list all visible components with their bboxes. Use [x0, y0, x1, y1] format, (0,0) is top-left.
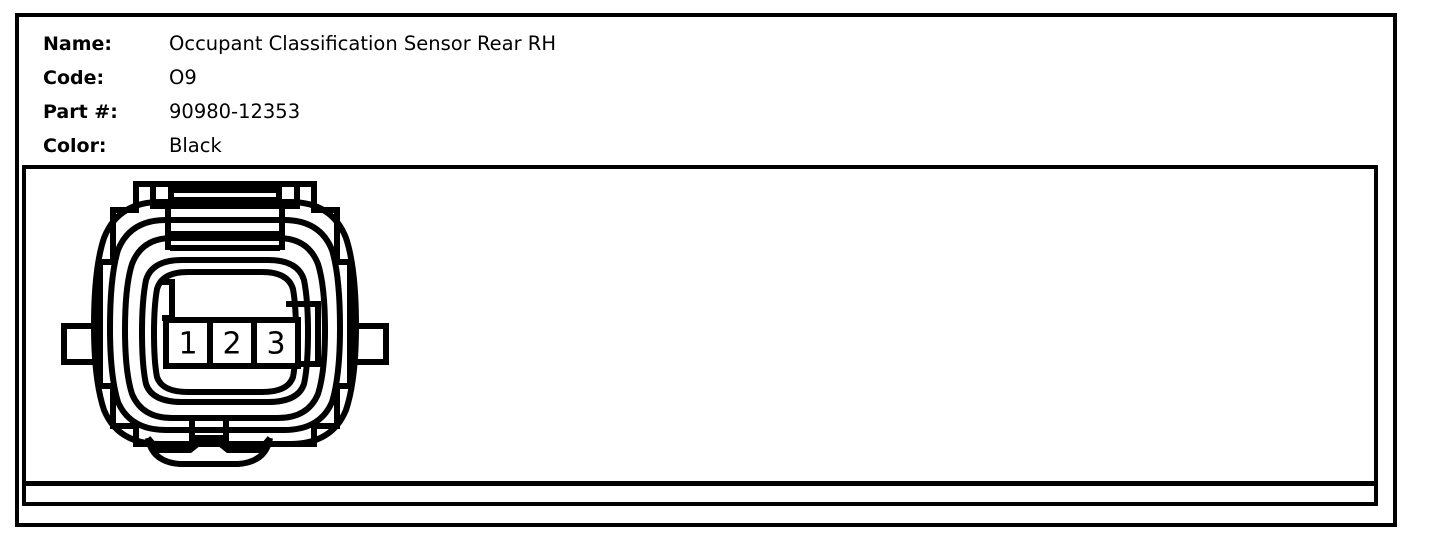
connector-right-keying-slot — [286, 301, 321, 367]
spec-value-code: O9 — [169, 66, 197, 89]
connector-cavity-outer-wall — [138, 257, 312, 405]
connector-third-ring — [121, 235, 329, 421]
diagram-panel-divider — [22, 481, 1378, 486]
connector-second-ring — [106, 217, 344, 433]
spec-value-part-number: 90980-12353 — [169, 100, 301, 123]
connector-bottom-notch — [189, 418, 229, 441]
connector-left-tab — [61, 323, 94, 365]
connector-right-tab — [356, 323, 389, 365]
spec-table: Name: Occupant Classification Sensor Rea… — [43, 27, 1373, 163]
spec-label-name: Name: — [43, 33, 113, 55]
connector-backshell-outline — [97, 181, 353, 447]
pin-number-3: 3 — [266, 327, 285, 362]
spec-row-name: Name: Occupant Classification Sensor Rea… — [43, 27, 1373, 61]
spec-label-code: Code: — [43, 67, 105, 89]
spec-label-color: Color: — [43, 135, 107, 157]
connector-latch-bracket — [150, 184, 300, 209]
pin-block: 1 2 3 — [163, 317, 301, 369]
pin-number-2: 2 — [222, 327, 241, 362]
spec-row-code: Code: O9 — [43, 61, 1373, 95]
spec-value-color: Black — [169, 134, 222, 157]
spec-value-name: Occupant Classification Sensor Rear RH — [169, 32, 556, 55]
connector-cavity-inner-wall — [150, 269, 300, 395]
connector-left-keying-rib — [162, 279, 175, 321]
connector-diagram: 1 2 3 — [40, 176, 410, 482]
connector-outer-ring — [90, 199, 360, 447]
spec-row-color: Color: Black — [43, 129, 1373, 163]
spec-label-part-number: Part #: — [43, 101, 118, 123]
connector-face-svg: 1 2 3 — [61, 181, 389, 467]
connector-latch-bar — [168, 187, 282, 203]
connector-bottom-skirt-curve — [145, 437, 273, 467]
pin-block-outline — [163, 317, 301, 369]
spec-row-part-number: Part #: 90980-12353 — [43, 95, 1373, 129]
diagram-panel-frame-right-edge — [1374, 165, 1378, 506]
pin-number-1: 1 — [178, 327, 197, 362]
connector-bottom-skirt — [145, 436, 273, 453]
connector-housing-outlines — [61, 181, 389, 467]
